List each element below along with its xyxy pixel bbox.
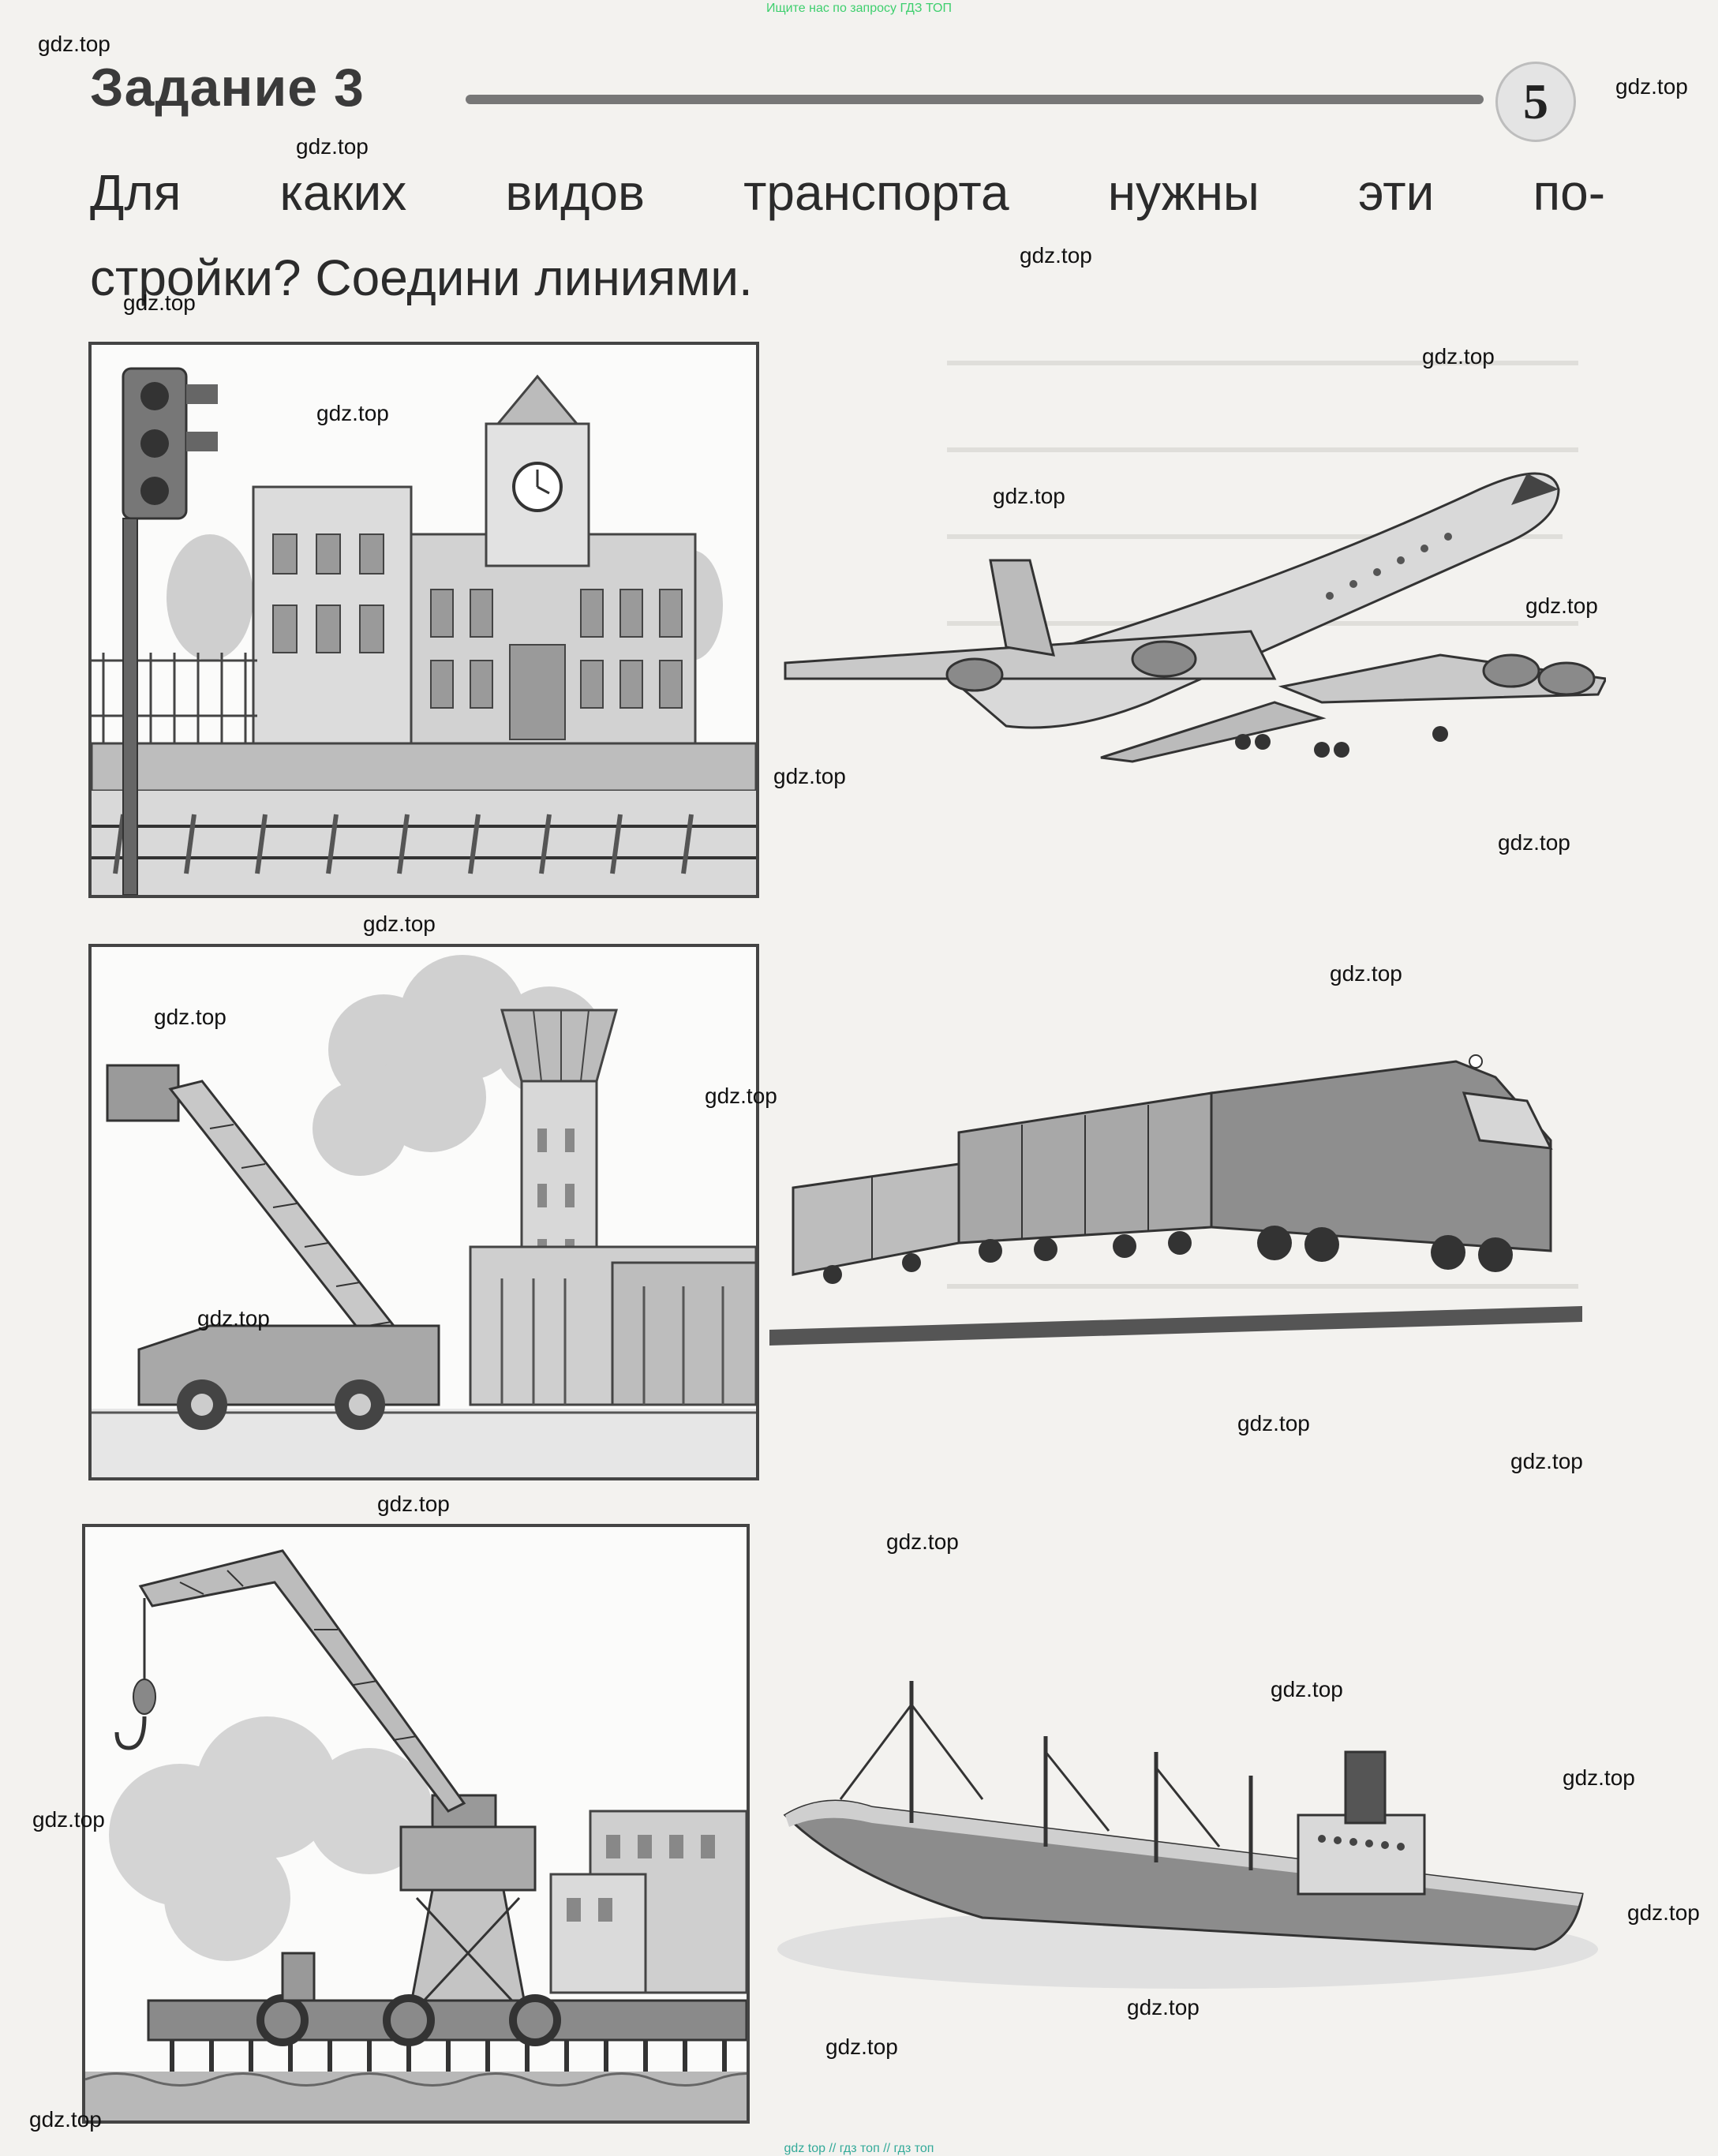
page-number: 5 xyxy=(1523,73,1548,129)
task-title: Задание 3 xyxy=(90,58,365,118)
watermark[interactable]: gdz.top xyxy=(1498,830,1570,855)
airport-illustration xyxy=(92,947,756,1477)
watermark[interactable]: gdz.top xyxy=(29,2107,102,2132)
watermark[interactable]: gdz.top xyxy=(32,1807,105,1832)
watermark[interactable]: gdz.top xyxy=(1271,1677,1343,1701)
watermark[interactable]: gdz.top xyxy=(1422,344,1495,369)
watermark[interactable]: gdz.top xyxy=(1627,1900,1700,1925)
watermark[interactable]: gdz.top xyxy=(705,1084,777,1108)
watermark[interactable]: gdz.top xyxy=(1615,74,1688,99)
ship-picture[interactable] xyxy=(777,1657,1598,1989)
page-number-badge: 5 xyxy=(1495,62,1576,142)
watermark[interactable]: gdz.top xyxy=(1525,593,1598,618)
watermark[interactable]: gdz.top xyxy=(197,1306,270,1331)
watermark[interactable]: gdz.top xyxy=(1127,1995,1200,2019)
watermark[interactable]: gdz.top xyxy=(363,911,436,936)
watermark[interactable]: gdz.top xyxy=(1237,1411,1310,1435)
watermark[interactable]: gdz.top xyxy=(296,134,369,159)
railway-station-illustration xyxy=(92,345,756,895)
seaport-picture[interactable] xyxy=(82,1524,750,2124)
watermark[interactable]: gdz.top xyxy=(825,2034,898,2059)
watermark[interactable]: gdz.top xyxy=(993,484,1065,508)
airport-picture[interactable] xyxy=(88,944,759,1480)
footer-links[interactable]: gdz top // гдз топ // гдз топ xyxy=(784,2142,934,2155)
watermark[interactable]: gdz.top xyxy=(123,290,196,315)
watermark[interactable]: gdz.top xyxy=(377,1492,450,1516)
instruction-line-2: стройки? Соедини линиями. xyxy=(90,249,753,306)
watermark[interactable]: gdz.top xyxy=(38,32,110,56)
watermark[interactable]: gdz.top xyxy=(886,1529,959,1554)
watermark[interactable]: gdz.top xyxy=(1510,1449,1583,1473)
watermark[interactable]: gdz.top xyxy=(154,1005,226,1029)
watermark[interactable]: gdz.top xyxy=(773,764,846,788)
railway-station-picture[interactable] xyxy=(88,342,759,898)
title-rule xyxy=(466,95,1484,104)
watermark[interactable]: gdz.top xyxy=(316,401,389,425)
train-illustration xyxy=(769,1054,1582,1346)
watermark[interactable]: gdz.top xyxy=(1020,243,1092,268)
top-note[interactable]: Ищите нас по запросу ГДЗ ТОП xyxy=(766,2,952,15)
train-picture[interactable] xyxy=(769,1046,1582,1346)
instruction-line-1: Для каких видов транспорта нужны эти по- xyxy=(90,164,1605,221)
airplane-illustration xyxy=(784,472,1606,763)
task-instruction: Для каких видов транспорта нужны эти по-… xyxy=(90,150,1605,320)
watermark[interactable]: gdz.top xyxy=(1563,1765,1635,1790)
watermark[interactable]: gdz.top xyxy=(1330,961,1402,986)
seaport-illustration xyxy=(85,1527,747,2120)
ship-illustration xyxy=(777,1681,1598,1989)
airplane-picture[interactable] xyxy=(769,442,1606,773)
